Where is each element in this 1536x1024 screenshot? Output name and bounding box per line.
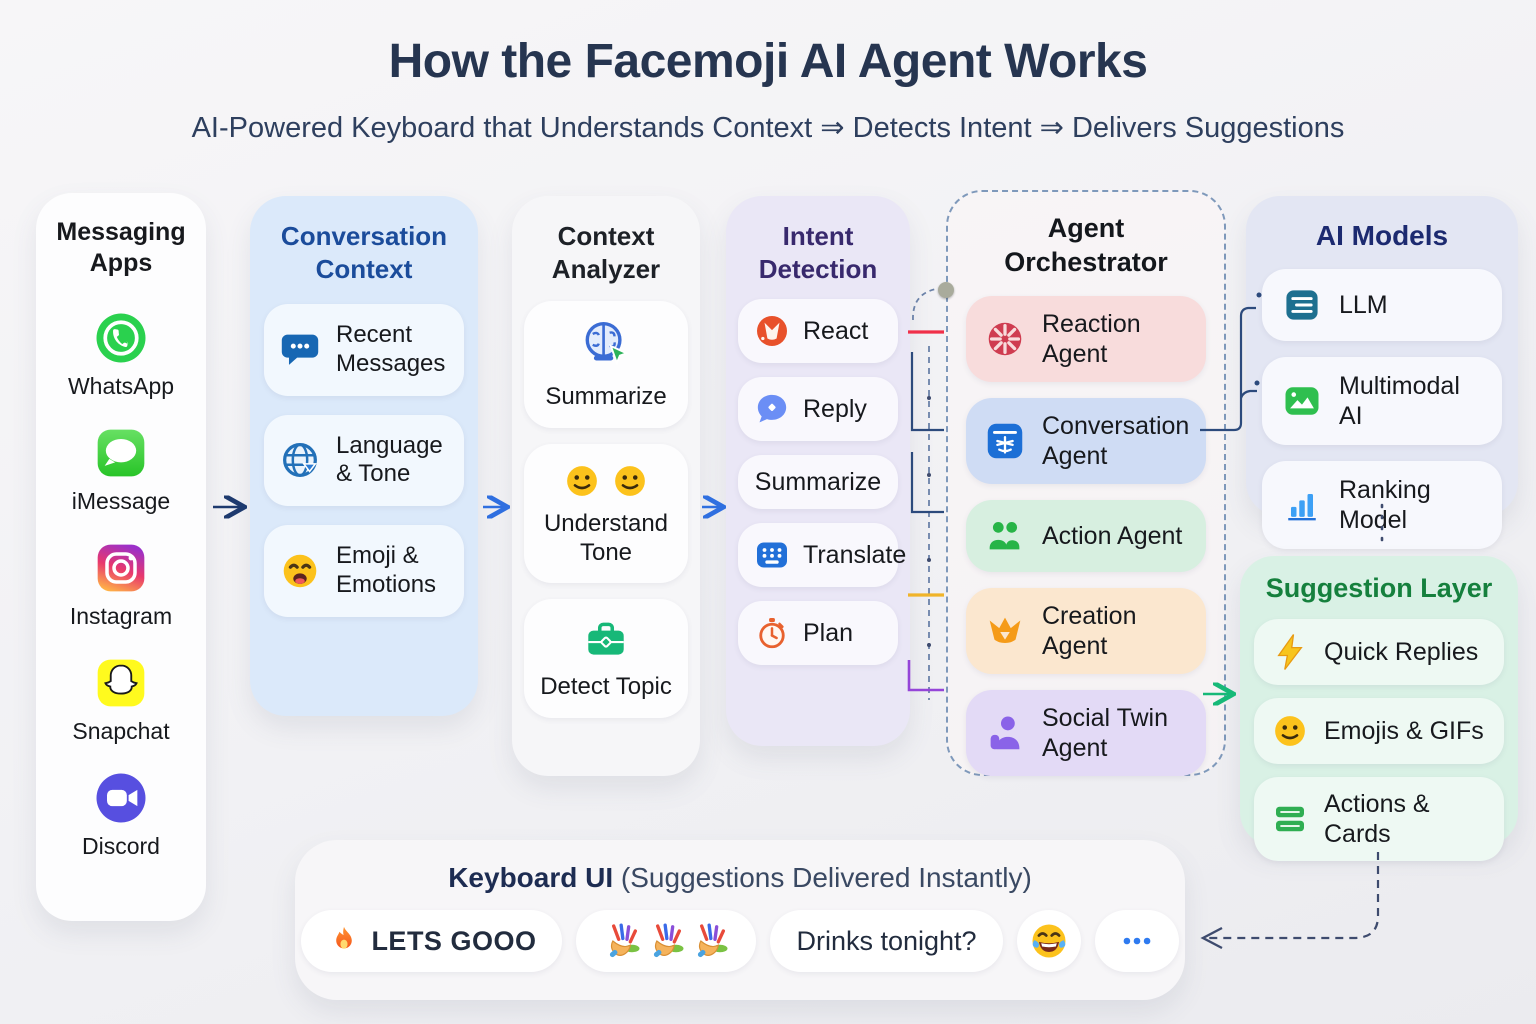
stopwatch-icon	[752, 613, 792, 653]
item-language-tone: Language & Tone	[264, 414, 464, 507]
two-faces-icon	[561, 460, 651, 502]
translate-square-icon	[982, 418, 1028, 464]
page-title: How the Facemoji AI Agent Works	[388, 35, 1148, 88]
laughing-emoji-icon	[1027, 919, 1071, 963]
translate-grid-icon	[752, 535, 792, 575]
chip-more	[1094, 910, 1179, 972]
app-label: Discord	[82, 832, 160, 859]
context-analyzer-card: Context Analyzer Summarize Understand To…	[512, 196, 700, 776]
dashed-suggestion-to-keyboard	[1208, 852, 1380, 940]
messaging-apps-list: WhatsApp iMessage Instagram Snapchat Dis…	[36, 310, 206, 860]
person-icon	[982, 710, 1028, 756]
smiley-icon	[1269, 710, 1311, 752]
chip-laughing-emoji	[1016, 910, 1081, 972]
app-label: iMessage	[71, 487, 171, 514]
agent-orchestrator-card: Agent Orchestrator Reaction Agent Conver…	[938, 190, 1226, 776]
briefcase-icon	[580, 615, 632, 665]
item-detect-topic: Detect Topic	[524, 599, 688, 719]
ai-models-title: AI Models	[1315, 220, 1449, 251]
messaging-apps-title: Messaging Apps	[56, 218, 186, 278]
conversation-context-card: Conversation Context Recent Messages Lan…	[250, 196, 478, 716]
cards-icon	[1269, 798, 1311, 840]
app-instagram: Instagram	[70, 540, 172, 630]
keyboard-ui-bar: Keyboard UI (Suggestions Delivered Insta…	[295, 840, 1185, 1000]
agent-action: Action Agent	[966, 499, 1206, 572]
ellipsis-icon	[1115, 919, 1159, 963]
people-icon	[982, 513, 1028, 559]
model-ranking: Ranking Model	[1262, 461, 1502, 549]
item-recent-messages: Recent Messages	[264, 304, 464, 396]
app-whatsapp: WhatsApp	[68, 310, 174, 400]
suggestion-actions-cards: Actions & Cards	[1254, 776, 1504, 861]
chip-drinks-tonight: Drinks tonight?	[770, 910, 1003, 972]
dashed-knob-curve	[912, 288, 937, 321]
emoji-face-icon	[277, 548, 323, 594]
keyboard-arrowhead	[1200, 926, 1223, 950]
suggestion-emojis-gifs: Emojis & GIFs	[1254, 697, 1504, 764]
discord-icon	[93, 770, 149, 826]
snapchat-icon	[93, 655, 149, 711]
conversation-context-title: Conversation Context	[280, 221, 448, 284]
chat-bubble-icon	[277, 327, 323, 373]
item-summarize: Summarize	[524, 301, 688, 428]
intent-summarize: Summarize	[738, 455, 898, 509]
intent-react: React	[738, 299, 898, 363]
suggestion-layer-title: Suggestion Layer	[1265, 573, 1493, 603]
keyboard-ui-title: Keyboard UI (Suggestions Delivered Insta…	[448, 862, 1032, 893]
intent-plan: Plan	[738, 601, 898, 665]
agent-social-twin: Social Twin Agent	[966, 689, 1206, 776]
waving-hands-icon	[602, 921, 730, 961]
model-multimodal: Multimodal AI	[1262, 357, 1502, 445]
document-lines-icon	[1280, 283, 1324, 327]
lightning-icon	[1269, 631, 1311, 673]
reaction-wheel-icon	[982, 316, 1028, 362]
connector-knob	[938, 282, 954, 298]
app-imessage: iMessage	[72, 425, 170, 515]
instagram-icon	[93, 540, 149, 596]
react-icon	[752, 311, 792, 351]
fire-icon	[327, 924, 361, 958]
model-llm: LLM	[1262, 269, 1502, 341]
chip-waving-hands	[576, 910, 757, 972]
intent-detection-card: Intent Detection React Reply Summarize T…	[726, 196, 910, 746]
app-discord: Discord	[82, 770, 160, 860]
intent-reply: Reply	[738, 377, 898, 441]
app-label: Instagram	[69, 602, 173, 629]
suggestion-quick-replies: Quick Replies	[1254, 618, 1504, 685]
item-emoji-emotions: Emoji & Emotions	[264, 525, 464, 617]
item-understand-tone: Understand Tone	[524, 443, 688, 584]
intent-detection-title: Intent Detection	[758, 221, 878, 284]
ai-models-card: AI Models LLM Multimodal AI Ranking Mode…	[1246, 196, 1518, 549]
messaging-apps-card: Messaging Apps WhatsApp iMessage Instagr…	[36, 193, 206, 921]
context-analyzer-title: Context Analyzer	[551, 221, 661, 284]
app-snapchat: Snapchat	[72, 655, 170, 745]
app-label: Snapchat	[72, 717, 170, 744]
agent-conversation: Conversation Agent	[966, 397, 1206, 484]
link-summarize-to-action-agent	[910, 452, 944, 514]
globe-icon	[277, 437, 323, 483]
page-subtitle: AI-Powered Keyboard that Understands Con…	[191, 112, 1345, 144]
link-reply-to-conversation-agent	[910, 352, 944, 432]
agent-creation: Creation Agent	[966, 587, 1206, 674]
link-plan-to-social-twin-agent	[907, 660, 944, 692]
imessage-icon	[93, 425, 149, 481]
agent-reaction: Reaction Agent	[966, 295, 1206, 382]
image-icon	[1280, 379, 1324, 423]
agent-orchestrator-title: Agent Orchestrator	[1004, 213, 1168, 277]
whatsapp-icon	[93, 310, 149, 366]
bar-chart-icon	[1280, 483, 1324, 527]
chip-lets-gooo: LETS GOOO	[301, 910, 563, 972]
suggestion-layer-card: Suggestion Layer Quick Replies Emojis & …	[1240, 556, 1518, 861]
reply-bubble-icon	[752, 389, 792, 429]
intent-translate: Translate	[738, 523, 906, 587]
crown-icon	[982, 608, 1028, 654]
ai-brain-icon	[575, 317, 637, 375]
app-label: WhatsApp	[67, 372, 175, 399]
keyboard-suggestion-chips: LETS GOOO Drinks tonight?	[295, 910, 1185, 972]
